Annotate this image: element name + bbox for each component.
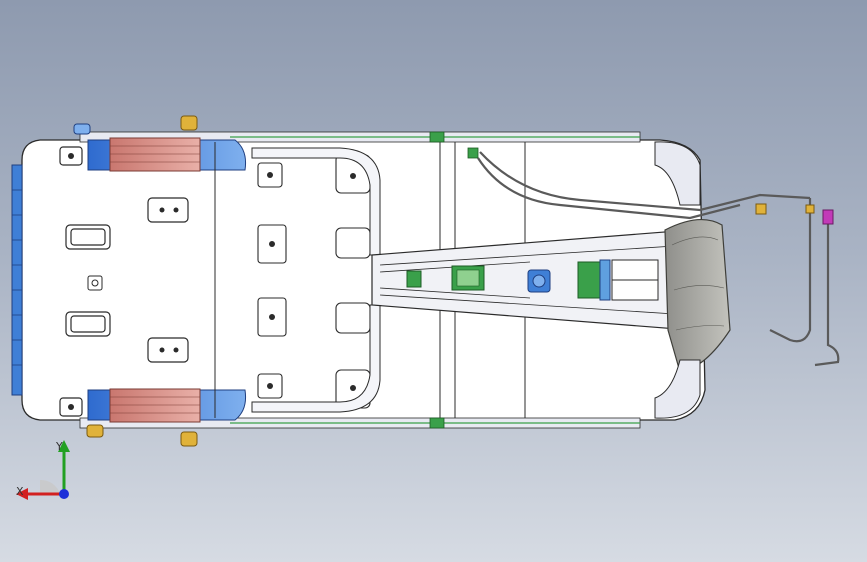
tunnel-green-module (577, 261, 601, 299)
y-axis-label: Y (56, 440, 63, 453)
jack-point-4 (73, 123, 91, 135)
edge-clips (429, 131, 479, 429)
jack-point-1 (180, 115, 198, 131)
front-corner-bottom (654, 359, 701, 419)
jack-point-2 (180, 431, 198, 447)
side-rail-left (11, 164, 23, 396)
front-corner-top (654, 141, 701, 206)
tank-bottom (109, 388, 201, 423)
jack-point-3 (86, 424, 104, 438)
fitting-yellow (755, 203, 767, 215)
center-hook (87, 275, 103, 291)
tank-top (109, 137, 201, 172)
front-shield (664, 219, 731, 373)
z-axis-dot (59, 489, 69, 499)
fitting-magenta (822, 209, 834, 225)
brake-lines (477, 151, 840, 367)
floor-pads (59, 146, 189, 417)
axis-triad (16, 440, 70, 500)
tunnel-green-bracket-2 (406, 270, 422, 288)
floor-outline (21, 139, 706, 421)
x-axis-label: X (16, 485, 24, 498)
cross-members (251, 147, 381, 413)
